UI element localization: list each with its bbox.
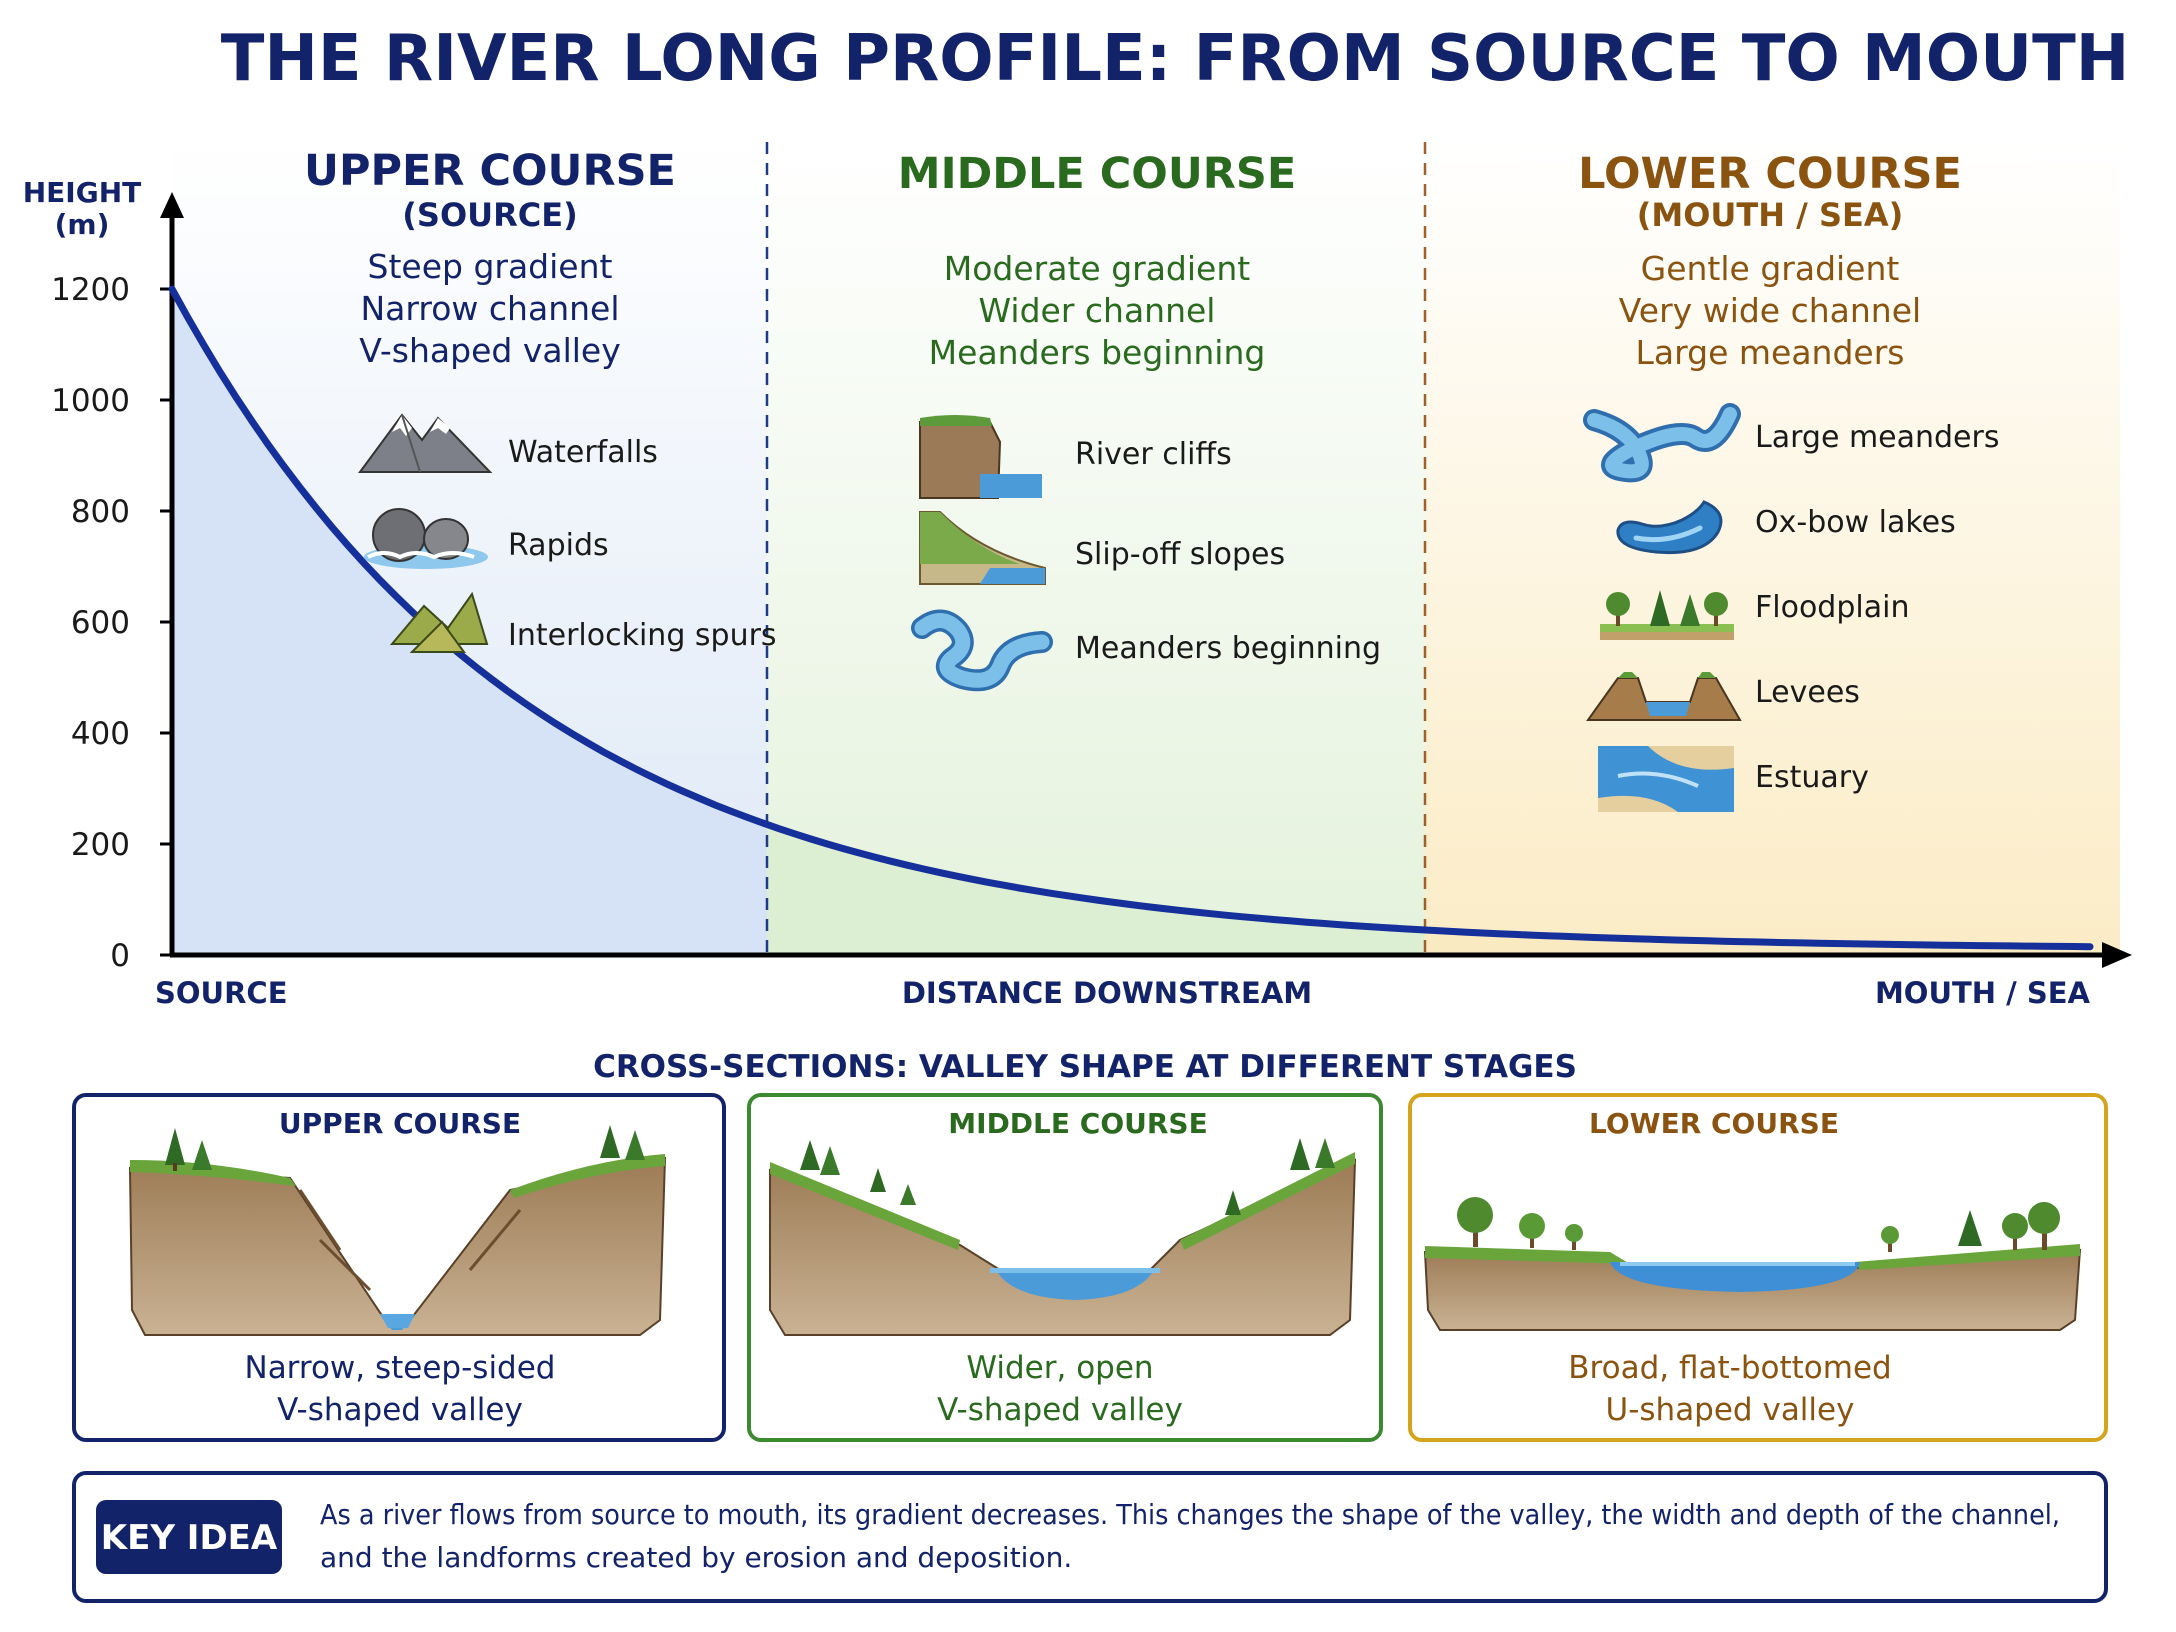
middle-feature-label-2: Slip-off slopes (1075, 537, 1285, 572)
y-tick-label: 200 (71, 827, 130, 863)
y-tick-label: 1000 (51, 383, 130, 419)
upper-trait-2: Narrow channel (361, 289, 620, 328)
middle-trait-3: Meanders beginning (929, 333, 1266, 372)
lower-cross-section-panel: LOWER COURSE Broad, flat-bottomed U-shap… (1408, 1093, 2108, 1442)
key-idea-badge (96, 1500, 282, 1574)
x-axis-label-source: SOURCE (155, 976, 288, 1010)
y-tick-label: 600 (71, 605, 130, 641)
middle-trait-2: Wider channel (979, 291, 1216, 330)
large-meander-icon (1583, 403, 1741, 483)
mountain-icon (358, 413, 493, 473)
y-tick-label: 800 (71, 494, 130, 530)
cross-sections-heading: CROSS-SECTIONS: VALLEY SHAPE AT DIFFEREN… (593, 1049, 1577, 1085)
upper-course-subheading: (SOURCE) (402, 196, 577, 234)
u-valley-illustration (1423, 1197, 2082, 1331)
middle-cross-section-panel: MIDDLE COURSE Wider, open V-shaped valle… (747, 1093, 1383, 1442)
lower-cross-section-caption-1: Broad, flat-bottomed (1568, 1350, 1891, 1386)
lower-feature-label-4: Levees (1755, 675, 1860, 710)
upper-cross-section-title: UPPER COURSE (279, 1107, 521, 1140)
slope-icon (919, 511, 1046, 585)
upper-feature-label-2: Rapids (508, 528, 609, 563)
cliff-icon (919, 415, 1042, 499)
hills-icon (389, 591, 489, 653)
y-axis-arrowhead (160, 192, 184, 218)
estuary-icon (1598, 746, 1734, 812)
lower-zone-bg (1425, 140, 2120, 955)
key-idea-label: KEY IDEA (101, 1518, 278, 1558)
lower-feature-label-2: Ox-bow lakes (1755, 505, 1956, 540)
lower-course-heading: LOWER COURSE (1578, 149, 1962, 199)
y-axis-ticks: 0 200 400 600 800 1000 1200 (51, 272, 172, 974)
lower-trait-3: Large meanders (1636, 333, 1905, 372)
floodplain-icon (1600, 590, 1734, 640)
y-tick-label: 0 (110, 938, 130, 974)
levee-icon (1586, 672, 1742, 721)
y-axis-label-line1: HEIGHT (23, 176, 142, 209)
y-tick-label: 400 (71, 716, 130, 752)
key-idea-text-line2: and the landforms created by erosion and… (320, 1541, 1072, 1574)
middle-cross-section-caption-1: Wider, open (966, 1350, 1153, 1386)
x-axis-label-distance: DISTANCE DOWNSTREAM (902, 976, 1312, 1010)
x-axis-label-mouth: MOUTH / SEA (1875, 976, 2091, 1010)
upper-cross-section-caption-1: Narrow, steep-sided (245, 1350, 556, 1386)
key-idea-text-line1: As a river flows from source to mouth, i… (320, 1498, 2060, 1531)
rocks-icon (364, 508, 488, 569)
middle-zone-bg (767, 140, 1425, 955)
upper-feature-label-3: Interlocking spurs (508, 618, 777, 653)
open-v-valley-illustration (769, 1138, 1357, 1336)
lower-trait-1: Gentle gradient (1641, 249, 1900, 288)
lower-trait-2: Very wide channel (1619, 291, 1921, 330)
middle-cross-section-title: MIDDLE COURSE (948, 1107, 1207, 1140)
lower-feature-label-5: Estuary (1755, 760, 1869, 795)
upper-trait-3: V-shaped valley (359, 331, 621, 370)
middle-feature-label-1: River cliffs (1075, 437, 1232, 472)
upper-trait-1: Steep gradient (368, 247, 613, 286)
lower-cross-section-title: LOWER COURSE (1589, 1107, 1839, 1140)
middle-course-heading: MIDDLE COURSE (898, 149, 1296, 199)
lower-course-subheading: (MOUTH / SEA) (1637, 196, 1904, 234)
meander-icon (911, 609, 1053, 692)
middle-cross-section-caption-2: V-shaped valley (937, 1392, 1183, 1428)
upper-course-heading: UPPER COURSE (304, 146, 676, 196)
upper-feature-label-1: Waterfalls (508, 435, 658, 470)
x-axis-arrowhead (2102, 942, 2132, 968)
lower-feature-label-3: Floodplain (1755, 590, 1909, 625)
upper-cross-section-caption-2: V-shaped valley (277, 1392, 523, 1428)
y-axis-label-line2: (m) (55, 208, 110, 241)
y-tick-label: 1200 (51, 272, 130, 308)
page-title: THE RIVER LONG PROFILE: FROM SOURCE TO M… (221, 22, 2130, 96)
lower-cross-section-caption-2: U-shaped valley (1606, 1392, 1855, 1428)
key-idea-box: KEY IDEA As a river flows from source to… (72, 1471, 2108, 1603)
upper-cross-section-panel: UPPER COURSE Narrow, steep-sided V-shape… (72, 1093, 726, 1442)
middle-trait-1: Moderate gradient (944, 249, 1251, 288)
lower-feature-label-1: Large meanders (1755, 420, 1999, 455)
middle-feature-label-3: Meanders beginning (1075, 631, 1381, 666)
v-valley-illustration (128, 1125, 667, 1336)
river-profile-curve (168, 285, 2094, 951)
oxbow-icon (1616, 500, 1723, 555)
